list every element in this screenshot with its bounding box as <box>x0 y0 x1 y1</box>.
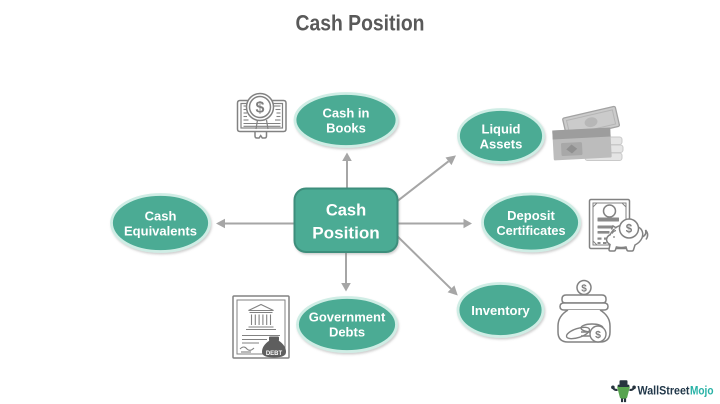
svg-text:Books: Books <box>326 121 366 136</box>
svg-text:Mojo: Mojo <box>690 384 714 398</box>
svg-text:Equivalents: Equivalents <box>124 224 197 239</box>
svg-text:Government: Government <box>309 310 386 325</box>
svg-text:Debts: Debts <box>329 325 365 340</box>
svg-text:$: $ <box>581 284 587 295</box>
svg-text:Liquid: Liquid <box>482 122 521 137</box>
svg-text:Certificates: Certificates <box>497 223 566 238</box>
svg-text:$: $ <box>626 224 633 236</box>
svg-text:$: $ <box>256 100 265 117</box>
svg-text:Cash in: Cash in <box>323 106 370 121</box>
svg-text:Cash: Cash <box>326 202 366 220</box>
svg-text:Deposit: Deposit <box>507 208 555 223</box>
svg-text:Cash Position: Cash Position <box>296 11 425 36</box>
svg-text:Inventory: Inventory <box>471 303 530 318</box>
svg-text:Position: Position <box>312 225 380 243</box>
svg-text:Cash: Cash <box>145 209 177 224</box>
svg-text:WallStreet: WallStreet <box>638 384 690 398</box>
svg-text:Assets: Assets <box>480 137 523 152</box>
svg-text:$: $ <box>595 329 601 341</box>
svg-text:DEBT: DEBT <box>266 351 283 357</box>
